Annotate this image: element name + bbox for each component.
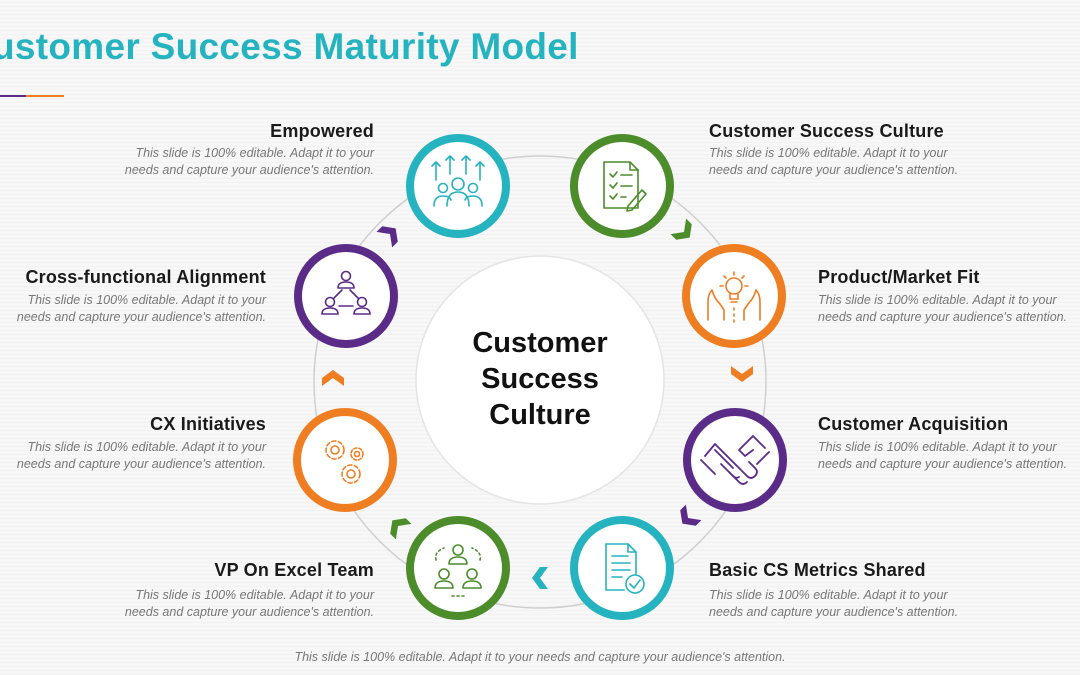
handshake-icon [700,435,770,485]
step-description: This slide is 100% editable. Adapt it to… [124,588,374,619]
center-label: Customer Success Culture [440,325,640,433]
step-circle-customer-success-culture [570,134,674,238]
step-heading: Customer Success Culture [709,121,944,141]
arrow-chevron [731,366,753,382]
step-description: This slide is 100% editable. Adapt it to… [16,440,266,471]
checklist-document-icon [603,161,647,212]
growth-arrows-people-icon [431,155,485,207]
step-heading: Product/Market Fit [818,267,980,287]
center-label-line: Success [481,363,599,395]
step-heading: Cross-functional Alignment [25,267,266,287]
step-heading: Basic CS Metrics Shared [709,560,926,580]
arrow-chevron [390,518,412,540]
arrow-chevron [322,370,344,386]
step-description: This slide is 100% editable. Adapt it to… [818,440,1068,471]
step-circle-product-market-fit [682,244,786,348]
step-circle-cx-initiatives [293,408,397,512]
step-heading: Empowered [270,121,374,141]
org-chart-icon [321,270,371,315]
footer-note: This slide is 100% editable. Adapt it to… [294,650,786,664]
step-description: This slide is 100% editable. Adapt it to… [124,146,374,177]
connector-ring [313,155,767,609]
arrow-chevron [532,567,548,589]
lightbulb-hands-icon [707,271,761,323]
arrow-chevron [376,226,398,248]
center-label-line: Culture [489,399,591,431]
report-check-icon [605,543,645,594]
step-circle-customer-acquisition [683,408,787,512]
team-icon [434,544,482,597]
gears-icon [325,440,364,484]
step-description: This slide is 100% editable. Adapt it to… [818,293,1068,324]
step-circle-empowered [406,134,510,238]
step-description: This slide is 100% editable. Adapt it to… [16,293,266,324]
arrow-chevron [680,504,702,526]
step-description: This slide is 100% editable. Adapt it to… [709,146,959,177]
slide-title: ustomer Success Maturity Model [0,26,579,67]
step-circle-vp-on-excel-team [406,516,510,620]
step-heading: Customer Acquisition [818,414,1009,434]
step-description: This slide is 100% editable. Adapt it to… [709,588,959,619]
center-label-line: Customer [472,327,608,359]
step-circle-cross-functional-alignment [294,244,398,348]
step-circle-basic-cs-metrics-shared [570,516,674,620]
center-circle [415,255,665,505]
step-heading: CX Initiatives [150,414,266,434]
arrow-chevron [670,218,692,240]
step-heading: VP On Excel Team [214,560,374,580]
